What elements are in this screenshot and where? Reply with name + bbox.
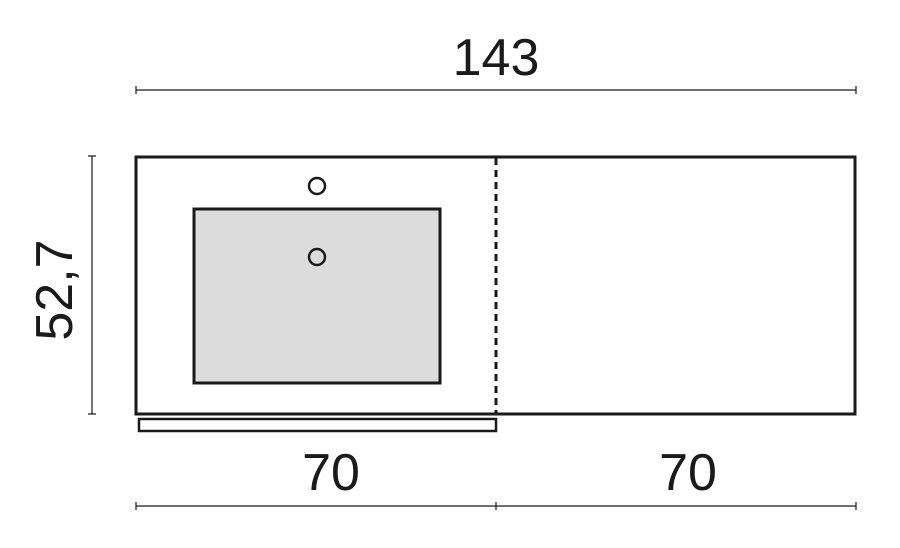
depth-dimension: 52,7	[26, 155, 96, 415]
depth-label: 52,7	[26, 239, 84, 340]
left-section-width-label: 70	[302, 444, 360, 502]
total-width-label: 143	[453, 29, 540, 87]
right-section-width-label: 70	[659, 444, 717, 502]
section-width-dimensions: 70 70	[135, 444, 857, 510]
countertop-outline	[134, 155, 857, 416]
drain-hole	[307, 247, 327, 267]
faucet-hole	[307, 176, 327, 196]
front-edge-strip	[137, 417, 498, 433]
sink-basin	[192, 207, 442, 385]
total-width-dimension: 143	[135, 29, 857, 94]
